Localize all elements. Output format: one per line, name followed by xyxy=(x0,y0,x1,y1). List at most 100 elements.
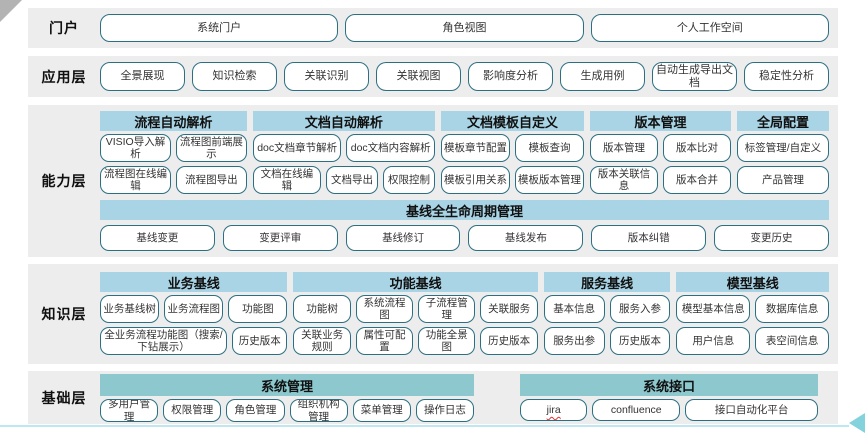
group-version-mgmt: 版本管理 版本管理版本比对 版本关联信息版本合并 xyxy=(589,111,731,194)
knowledge-groups: 业务基线 业务基线树业务流程图功能图 全业务流程功能图（搜索/下钻展示）历史版本… xyxy=(100,272,830,356)
diagram-box: 文档在线编辑 xyxy=(252,166,321,194)
diagram-box: 文档导出 xyxy=(325,166,378,194)
group-header: 服务基线 xyxy=(543,272,671,292)
portal-button-row: 系统门户角色视图个人工作空间 xyxy=(100,8,838,48)
capability-content: 流程自动解析 VISIO导入解析流程图前端展示 流程图在线编辑流程图导出 文档自… xyxy=(100,105,838,257)
diagram-box: 自动生成导出文档 xyxy=(652,62,737,91)
layer-label-portal: 门户 xyxy=(49,20,79,36)
diagram-box: 知识检索 xyxy=(192,62,277,91)
diagram-box: 服务入参 xyxy=(609,295,671,323)
diagram-box: 操作日志 xyxy=(415,399,475,422)
diagram-box: 属性可配置 xyxy=(355,327,414,355)
diagram-box: 模板章节配置 xyxy=(441,134,510,162)
diagram-box: 变更历史 xyxy=(714,225,829,251)
diagram-box: 功能图 xyxy=(228,295,288,323)
group-service-baseline: 服务基线 基本信息服务入参 服务出参历史版本 xyxy=(543,272,671,356)
diagram-box: 版本比对 xyxy=(662,134,731,162)
button-row: 基本信息服务入参 xyxy=(543,295,671,323)
button-row: VISIO导入解析流程图前端展示 xyxy=(100,134,247,162)
diagram-box: 流程图导出 xyxy=(175,166,247,194)
diagram-box: 关联识别 xyxy=(284,62,369,91)
diagram-box: 模板查询 xyxy=(514,134,584,162)
diagram-box: 产品管理 xyxy=(736,166,829,194)
layer-label-application: 应用层 xyxy=(41,68,87,85)
diagram-box: 业务基线树 xyxy=(100,295,160,323)
arrow-icon xyxy=(849,413,865,433)
group-function-baseline: 功能基线 功能树系统流程图子流程管理关联服务 关联业务规则属性可配置功能全景图历… xyxy=(293,272,538,356)
layer-band-application: 应用层 全景展现知识检索关联识别关联视图影响度分析生成用例自动生成导出文档稳定性… xyxy=(28,56,838,97)
group-process-parsing: 流程自动解析 VISIO导入解析流程图前端展示 流程图在线编辑流程图导出 xyxy=(100,111,247,194)
diagram-box: 模板版本管理 xyxy=(514,166,584,194)
diagram-box: 表空间信息 xyxy=(755,327,830,355)
diagram-box: 稳定性分析 xyxy=(744,62,829,91)
group-header: 文档模板自定义 xyxy=(441,111,584,131)
diagram-box: 组织机构管理 xyxy=(289,399,348,422)
button-row: 服务出参历史版本 xyxy=(543,327,671,355)
diagram-box: 历史版本 xyxy=(232,327,288,355)
diagram-box: 基本信息 xyxy=(543,295,605,323)
button-row: 用户信息表空间信息 xyxy=(676,327,830,355)
diagram-box: 模板引用关系 xyxy=(441,166,510,194)
diagram-box: 生成用例 xyxy=(560,62,645,91)
button-row: 业务基线树业务流程图功能图 xyxy=(100,295,288,323)
group-header: 模型基线 xyxy=(676,272,829,292)
group-doc-template: 文档模板自定义 模板章节配置模板查询 模板引用关系模板版本管理 xyxy=(441,111,584,194)
diagram-box: 版本纠错 xyxy=(591,225,707,251)
diagram-box: 角色视图 xyxy=(345,14,584,42)
layer-label-foundation: 基础层 xyxy=(41,389,87,406)
diagram-box: 业务流程图 xyxy=(164,295,224,323)
diagram-box: 关联业务规则 xyxy=(293,327,351,355)
button-row: 多用户管理权限管理角色管理组织机构管理菜单管理操作日志 xyxy=(100,399,475,422)
baseline-button-row: 基线变更变更评审基线修订基线发布版本纠错变更历史 xyxy=(100,225,829,251)
corner-decoration xyxy=(0,0,22,22)
diagram-box: 版本合并 xyxy=(662,166,731,194)
diagram-box: 版本关联信息 xyxy=(589,166,658,194)
button-row: 全业务流程功能图（搜索/下钻展示）历史版本 xyxy=(100,327,288,355)
layer-label-knowledge: 知识层 xyxy=(41,306,87,322)
diagram-box: 版本管理 xyxy=(589,134,658,162)
layer-band-portal: 门户 系统门户角色视图个人工作空间 xyxy=(28,8,838,48)
diagram-box: 全景展现 xyxy=(100,62,185,91)
diagram-box: 全业务流程功能图（搜索/下钻展示） xyxy=(100,327,228,355)
diagram-box: 功能全景图 xyxy=(418,327,476,355)
knowledge-content: 业务基线 业务基线树业务流程图功能图 全业务流程功能图（搜索/下钻展示）历史版本… xyxy=(100,264,838,364)
group-header: 流程自动解析 xyxy=(100,111,247,131)
button-row: 模板引用关系模板版本管理 xyxy=(441,166,584,194)
diagram-box: 个人工作空间 xyxy=(590,14,829,42)
layer-band-foundation: 基础层 系统管理 多用户管理权限管理角色管理组织机构管理菜单管理操作日志 系统接… xyxy=(28,371,838,424)
group-header: 系统接口 xyxy=(520,374,818,396)
group-header: 业务基线 xyxy=(100,272,288,292)
button-row: 产品管理 xyxy=(736,166,829,194)
application-button-row: 全景展现知识检索关联识别关联视图影响度分析生成用例自动生成导出文档稳定性分析 xyxy=(100,56,838,97)
diagram-box: 流程图前端展示 xyxy=(175,134,247,162)
button-row: 关联业务规则属性可配置功能全景图历史版本 xyxy=(293,327,538,355)
diagram-box: 接口自动化平台 xyxy=(685,399,818,421)
group-header: 系统管理 xyxy=(100,374,474,396)
diagram-box: 功能树 xyxy=(293,295,351,323)
diagram-box: 历史版本 xyxy=(609,327,671,355)
diagram-box: 系统流程图 xyxy=(355,295,414,323)
diagram-box: 权限控制 xyxy=(382,166,435,194)
group-header: 全局配置 xyxy=(736,111,829,131)
group-model-baseline: 模型基线 模型基本信息数据库信息 用户信息表空间信息 xyxy=(676,272,830,356)
layer-band-knowledge: 知识层 业务基线 业务基线树业务流程图功能图 全业务流程功能图（搜索/下钻展示）… xyxy=(28,264,838,364)
diagram-box: 历史版本 xyxy=(480,327,538,355)
button-row: 模型基本信息数据库信息 xyxy=(676,295,830,323)
group-header: 功能基线 xyxy=(293,272,538,292)
diagram-box: 角色管理 xyxy=(226,399,285,422)
diagram-box: 关联服务 xyxy=(480,295,538,323)
button-row: 文档在线编辑文档导出权限控制 xyxy=(252,166,435,194)
group-header: 版本管理 xyxy=(589,111,731,131)
diagram-box: 模型基本信息 xyxy=(676,295,751,323)
diagram-box: 系统门户 xyxy=(100,14,339,42)
group-header: 文档自动解析 xyxy=(252,111,435,131)
diagram-box: 基线发布 xyxy=(468,225,584,251)
diagram-box: 标签管理/自定义 xyxy=(736,134,829,162)
button-row: 标签管理/自定义 xyxy=(736,134,829,162)
diagram-box: 多用户管理 xyxy=(100,399,159,422)
